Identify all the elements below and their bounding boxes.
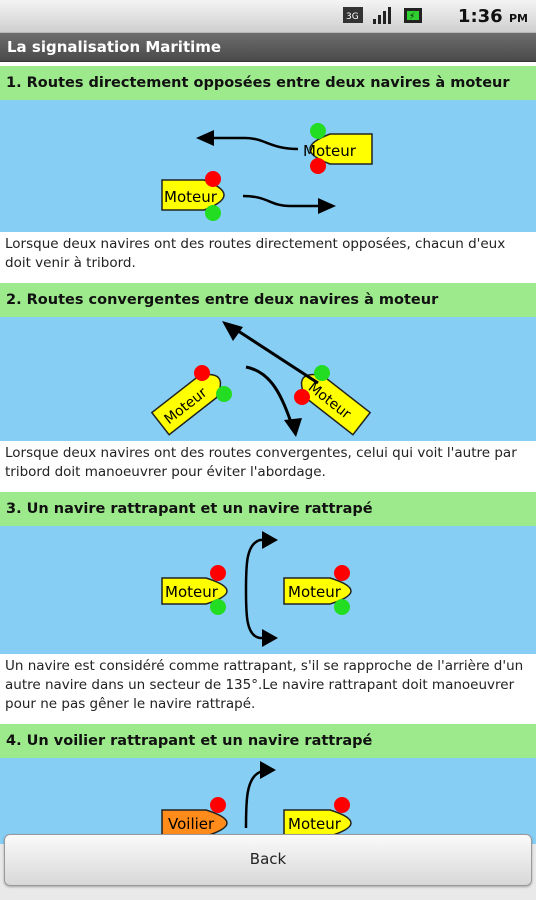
starboard-light [314, 365, 330, 381]
svg-text:Voilier: Voilier [168, 815, 215, 833]
arrow-head [260, 761, 276, 779]
route-arrow [231, 325, 319, 385]
converging-routes-diagram: Moteur Moteur [150, 321, 372, 437]
svg-text:Moteur: Moteur [165, 583, 219, 601]
section-2-description: Lorsque deux navires ont des routes conv… [0, 441, 536, 488]
svg-text:3G: 3G [346, 12, 359, 22]
route-arrow [245, 365, 294, 426]
route-arrow [242, 194, 325, 208]
port-light [210, 797, 226, 813]
arrow-head [196, 130, 214, 146]
route-arrow [200, 136, 299, 151]
status-clock: 1:36 PM [457, 6, 528, 27]
boat-voilier-overtaking: Voilier [161, 809, 228, 837]
section-1-heading: 1. Routes directement opposées entre deu… [0, 66, 536, 100]
svg-text:Moteur: Moteur [288, 815, 342, 833]
port-light [334, 565, 350, 581]
opposed-routes-diagram: Moteur Moteur [161, 123, 373, 221]
section-2-heading: 2. Routes convergentes entre deux navire… [0, 283, 536, 317]
sync-icon: 3G [342, 5, 364, 29]
boat-moteur-tilted-left: Moteur [150, 373, 222, 436]
arrow-head [284, 418, 302, 437]
back-button[interactable]: Back [4, 834, 532, 886]
scroll-content[interactable]: 1. Routes directement opposées entre deu… [0, 61, 536, 900]
arrow-head [262, 531, 278, 549]
section-3-description: Un navire est considéré comme rattrapant… [0, 654, 536, 720]
route-arrow [244, 538, 268, 591]
section-3-illustration: Moteur Moteur [0, 526, 536, 654]
boat-moteur-overtaken: Moteur [283, 809, 352, 837]
app-title: La signalisation Maritime [7, 38, 222, 56]
section-4-heading: 4. Un voilier rattrapant et un navire ra… [0, 724, 536, 758]
svg-text:Moteur: Moteur [164, 188, 218, 206]
port-light [194, 365, 210, 381]
port-light [334, 797, 350, 813]
starboard-light [205, 205, 221, 221]
starboard-light [310, 123, 326, 139]
boat-moteur-left: Moteur [303, 133, 373, 165]
sailboat-overtaking-diagram: Voilier Moteur [161, 761, 352, 837]
bottom-bar: Back [0, 834, 536, 900]
signal-icon [372, 5, 394, 29]
section-1-description: Lorsque deux navires ont des routes dire… [0, 232, 536, 279]
svg-text:Moteur: Moteur [288, 583, 342, 601]
starboard-light [210, 599, 226, 615]
section-2-illustration: Moteur Moteur [0, 317, 536, 441]
port-light [210, 565, 226, 581]
svg-text:⚡: ⚡ [409, 12, 415, 22]
port-light [310, 158, 326, 174]
app-title-bar: La signalisation Maritime [0, 33, 536, 62]
status-bar: 3G ⚡ 1:36 PM [0, 0, 536, 33]
route-arrow [244, 589, 268, 640]
svg-text:Moteur: Moteur [303, 142, 357, 160]
arrow-head [318, 198, 336, 214]
starboard-light [334, 599, 350, 615]
boat-moteur-overtaken: Moteur [283, 577, 352, 605]
port-light [294, 389, 310, 405]
route-arrow [244, 770, 266, 829]
battery-icon: ⚡ [402, 5, 424, 29]
starboard-light [216, 386, 232, 402]
boat-moteur-overtaking: Moteur [161, 577, 228, 605]
section-1-illustration: Moteur Moteur [0, 100, 536, 232]
port-light [205, 171, 221, 187]
arrow-head [262, 629, 278, 647]
boat-moteur-right: Moteur [161, 179, 225, 211]
section-3-heading: 3. Un navire rattrapant et un navire rat… [0, 492, 536, 526]
status-icons: 3G ⚡ [342, 5, 424, 29]
overtaking-diagram: Moteur Moteur [161, 531, 352, 647]
arrow-head [222, 321, 243, 341]
